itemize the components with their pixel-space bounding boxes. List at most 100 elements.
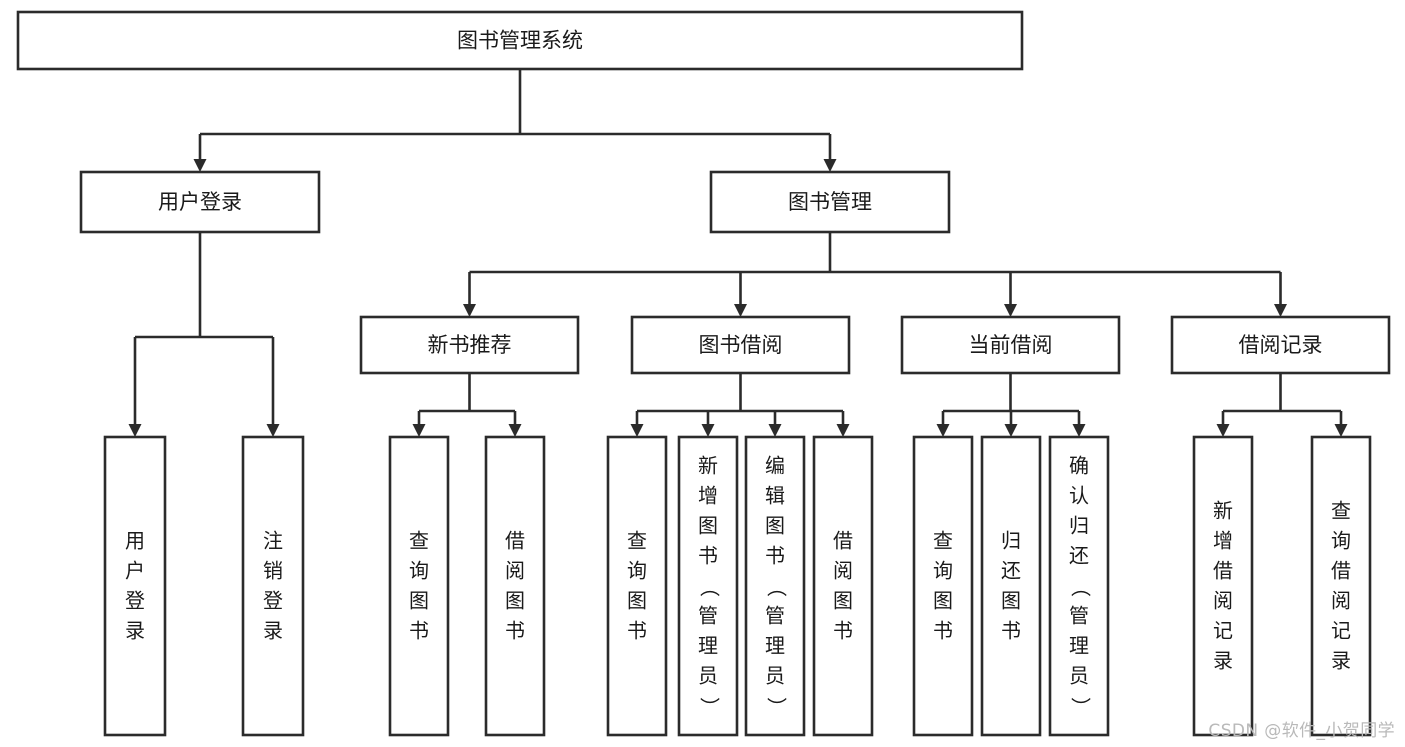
node-label-char: 理 (698, 634, 718, 658)
node-label-char: 询 (627, 559, 647, 583)
node-label-char: 记 (1213, 619, 1233, 643)
node-label-char: 询 (409, 559, 429, 583)
node-label-char: 管 (698, 604, 718, 628)
root-node-book-management-system[interactable]: 图书管理系统 (16, 10, 1024, 71)
node-label-char: （ (1069, 577, 1093, 597)
node-label: 图书管理系统 (457, 29, 583, 53)
node-label-char: 询 (933, 559, 953, 583)
node-label-char: 新 (1213, 499, 1233, 523)
arrow-head-icon (936, 424, 950, 437)
node-label-char: 还 (1069, 544, 1089, 568)
node-label-char: 记 (1331, 619, 1351, 643)
node-label-char: 认 (1069, 484, 1089, 508)
node-label-char: 书 (409, 619, 429, 643)
node-label-char: 书 (833, 619, 853, 643)
arrow-head-icon (823, 159, 837, 172)
arrow-head-icon (768, 424, 782, 437)
level2-node-3[interactable]: 借阅记录 (1170, 315, 1391, 375)
node-label-char: ） (698, 697, 722, 717)
arrow-head-icon (630, 424, 644, 437)
node-label-char: 增 (1213, 529, 1233, 553)
leaf-node-0[interactable]: 用户登录 (103, 435, 167, 737)
node-label-char: 图 (698, 514, 718, 538)
arrow-head-icon (412, 424, 426, 437)
node-label-char: 增 (698, 484, 718, 508)
arrow-head-icon (1216, 424, 1230, 437)
node-label-char: 图 (833, 589, 853, 613)
node-label-char: 销 (263, 559, 283, 583)
node-label-char: 图 (409, 589, 429, 613)
level1-node-1[interactable]: 图书管理 (709, 170, 951, 234)
node-label-char: 员 (1069, 664, 1089, 688)
level2-node-1[interactable]: 图书借阅 (630, 315, 851, 375)
arrow-head-icon (836, 424, 850, 437)
node-label-char: 图 (1001, 589, 1021, 613)
node-label-char: 编 (765, 454, 785, 478)
node-label-char: 阅 (833, 559, 853, 583)
node-label-char: 查 (1331, 499, 1351, 523)
node-label-char: 管 (1069, 604, 1089, 628)
level2-node-0[interactable]: 新书推荐 (359, 315, 580, 375)
node-label-char: 归 (1069, 514, 1089, 538)
node-label-char: 借 (1213, 559, 1233, 583)
node-label-char: 图 (505, 589, 525, 613)
arrow-head-icon (463, 304, 476, 317)
node-label-char: （ (698, 577, 722, 597)
node-label-char: 归 (1001, 529, 1021, 553)
node-label-char: 管 (765, 604, 785, 628)
node-label-char: 辑 (765, 484, 785, 508)
node-label-char: 查 (409, 529, 429, 553)
node-label-char: 查 (933, 529, 953, 553)
arrow-head-icon (128, 424, 142, 437)
node-label-char: 查 (627, 529, 647, 553)
node-label: 图书管理 (788, 190, 872, 214)
arrow-head-icon (266, 424, 280, 437)
node-label-char: 图 (765, 514, 785, 538)
level2-node-2[interactable]: 当前借阅 (900, 315, 1121, 375)
node-label: 图书借阅 (699, 333, 783, 357)
node-label-char: 阅 (505, 559, 525, 583)
node-label-char: 书 (698, 544, 718, 568)
node-label-char: 员 (698, 664, 718, 688)
arrow-head-icon (1274, 304, 1287, 317)
node-label-char: 还 (1001, 559, 1021, 583)
node-label-char: 图 (933, 589, 953, 613)
node-label: 借阅记录 (1239, 333, 1323, 357)
node-label-char: （ (765, 577, 789, 597)
node-label-char: 询 (1331, 529, 1351, 553)
node-label-char: 登 (263, 589, 283, 613)
node-label-char: 员 (765, 664, 785, 688)
node-label-char: 书 (627, 619, 647, 643)
node-label-char: 书 (765, 544, 785, 568)
arrow-head-icon (193, 159, 207, 172)
node-label-char: 录 (125, 619, 145, 643)
node-label: 新书推荐 (428, 333, 512, 357)
arrow-head-icon (508, 424, 522, 437)
arrow-head-icon (1004, 424, 1018, 437)
node-label-char: 借 (1331, 559, 1351, 583)
node-label-char: 登 (125, 589, 145, 613)
node-label-char: 录 (1331, 649, 1351, 673)
node-label-char: 录 (1213, 649, 1233, 673)
arrow-head-icon (1334, 424, 1348, 437)
node-label-char: 理 (765, 634, 785, 658)
node-label-char: 图 (627, 589, 647, 613)
level1-node-0[interactable]: 用户登录 (79, 170, 321, 234)
node-label-char: 理 (1069, 634, 1089, 658)
node-label-char: 借 (505, 529, 525, 553)
arrow-head-icon (1072, 424, 1086, 437)
connector-lines (128, 69, 1348, 437)
node-label-char: ） (765, 697, 789, 717)
